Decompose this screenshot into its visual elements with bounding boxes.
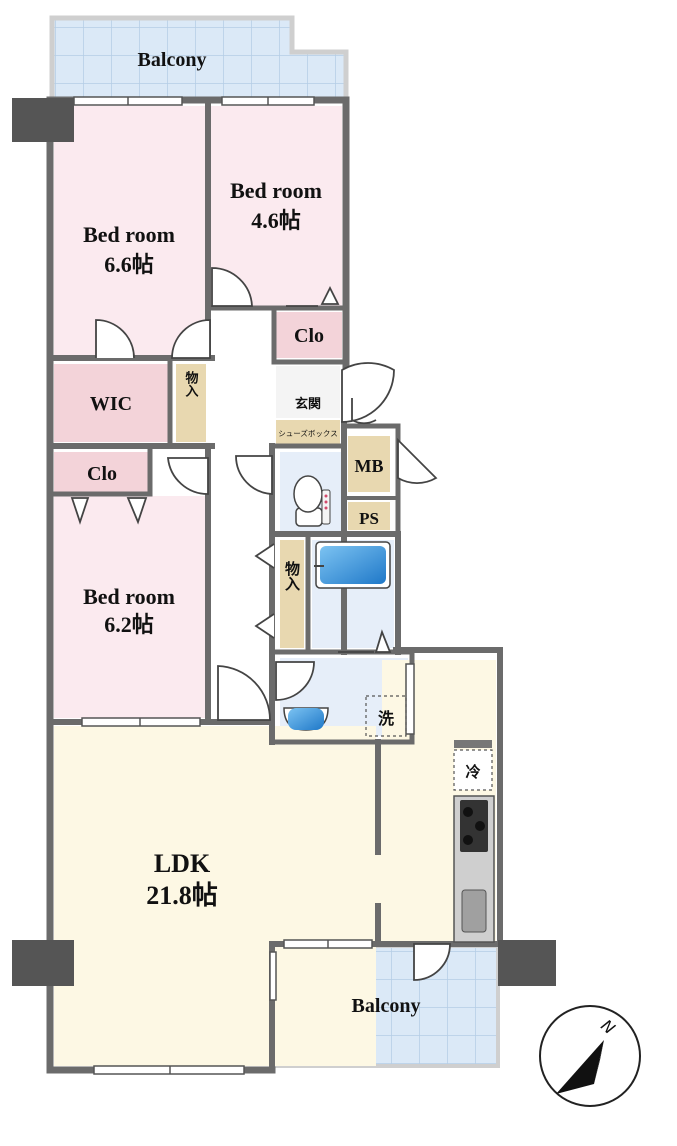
door-clo-b xyxy=(286,285,340,307)
north-arrow-icon: N xyxy=(539,1005,641,1107)
kitchen-counter xyxy=(453,795,495,943)
balcony-bottom-label: Balcony xyxy=(352,995,421,1017)
wic-label: WIC xyxy=(90,393,132,415)
door-bedroom-a-right xyxy=(171,319,211,359)
bedroom-c-label: Bed room xyxy=(83,584,175,609)
sink-fixture xyxy=(283,707,329,731)
storage-lower-label: 物入 xyxy=(283,560,301,591)
door-balcony xyxy=(413,943,451,981)
bedroom-c-size: 6.2帖 xyxy=(104,612,154,637)
storage-upper-floor xyxy=(176,364,206,442)
storage-lower-floor xyxy=(280,540,304,648)
clo-lower-floor xyxy=(54,452,148,492)
door-bedroom-c xyxy=(167,457,209,495)
door-clo-lower-b xyxy=(126,497,148,525)
door-bedroom-a-left xyxy=(95,319,135,359)
door-bath xyxy=(338,629,392,653)
clo-upper-label: Clo xyxy=(294,325,324,347)
clo-upper-floor xyxy=(276,312,342,358)
balcony-top-label: Balcony xyxy=(138,49,207,71)
entrance-label: 玄関 xyxy=(295,396,321,412)
shoebox-label: シューズボックス xyxy=(278,428,337,438)
bedroom-a-label: Bed room xyxy=(83,222,175,247)
door-storage-lower-a xyxy=(254,543,275,569)
door-storage-lower-b xyxy=(254,613,275,639)
toilet-fixture xyxy=(293,475,331,527)
fridge-space xyxy=(453,740,493,791)
bedroom-c-floor xyxy=(54,496,208,718)
bedroom-a-size: 6.6帖 xyxy=(104,252,154,277)
mb-label: MB xyxy=(355,456,384,476)
door-mb xyxy=(397,437,438,484)
ps-label: PS xyxy=(359,509,379,528)
ldk-floor xyxy=(54,726,376,1066)
fridge-label: 冷 xyxy=(465,763,480,781)
bedroom-a-floor xyxy=(54,106,208,358)
doors xyxy=(70,267,451,981)
ps-floor xyxy=(348,502,390,530)
door-washroom xyxy=(275,661,315,701)
door-entrance xyxy=(341,362,395,425)
ldk-size: 21.8帖 xyxy=(146,881,218,910)
entrance-floor xyxy=(276,366,340,418)
windows xyxy=(73,96,415,1075)
door-clo-lower-a xyxy=(70,497,90,525)
bathtub-fixture xyxy=(314,541,391,589)
door-bedroom-b xyxy=(211,267,253,307)
clo-lower-label: Clo xyxy=(87,463,117,485)
washer-label: 洗 xyxy=(378,709,394,728)
shoebox-floor xyxy=(276,420,340,444)
structural-columns xyxy=(12,98,556,986)
hall-floor xyxy=(210,312,274,718)
storage-upper-label: 物入 xyxy=(183,370,199,397)
mb-floor xyxy=(348,436,390,492)
washer-space xyxy=(365,695,407,737)
bedroom-b-size: 4.6帖 xyxy=(251,208,301,233)
door-hall-ldk xyxy=(217,665,271,721)
wic-floor xyxy=(54,364,168,442)
ldk-label: LDK xyxy=(154,849,211,878)
door-toilet xyxy=(235,455,273,495)
bedroom-b-label: Bed room xyxy=(230,178,322,203)
